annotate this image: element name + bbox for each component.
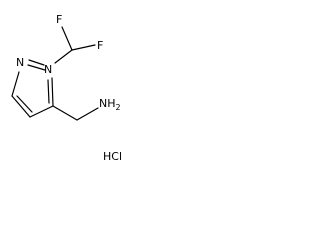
bond-c5-ch2 bbox=[52, 105, 78, 121]
bond-c5-n1-inner bbox=[47, 79, 50, 104]
pyrazole-ring bbox=[11, 59, 54, 118]
difluoromethyl-group bbox=[54, 26, 96, 64]
bond-c3-c4 bbox=[11, 95, 31, 118]
atom-label-n1: N bbox=[44, 63, 52, 76]
bond-n1-n2-inner bbox=[28, 59, 45, 66]
salt-label: HCl bbox=[103, 150, 122, 163]
bond-n1-chf2 bbox=[54, 49, 73, 64]
aminomethyl-group bbox=[52, 105, 99, 121]
atom-label-amine: NH2 bbox=[99, 97, 121, 112]
bond-n2-c3 bbox=[11, 71, 20, 97]
atom-label-f-right: F bbox=[97, 39, 103, 52]
bond-chf2-f-left bbox=[61, 26, 73, 51]
atom-label-n2: N bbox=[16, 56, 24, 69]
bond-n1-n2 bbox=[27, 64, 46, 71]
amine-subscript: 2 bbox=[116, 103, 121, 112]
bond-chf2-f-right bbox=[71, 44, 96, 51]
bond-ch2-nh2 bbox=[76, 107, 99, 121]
atom-label-f-left: F bbox=[56, 13, 62, 26]
chemical-structure-drawing: N N F F NH2 HCl bbox=[11, 13, 122, 163]
bond-c4-c5 bbox=[29, 105, 54, 118]
bond-c3-c4-inner bbox=[16, 95, 33, 113]
bond-c5-n1 bbox=[51, 77, 54, 107]
amine-nh: NH bbox=[99, 97, 116, 110]
